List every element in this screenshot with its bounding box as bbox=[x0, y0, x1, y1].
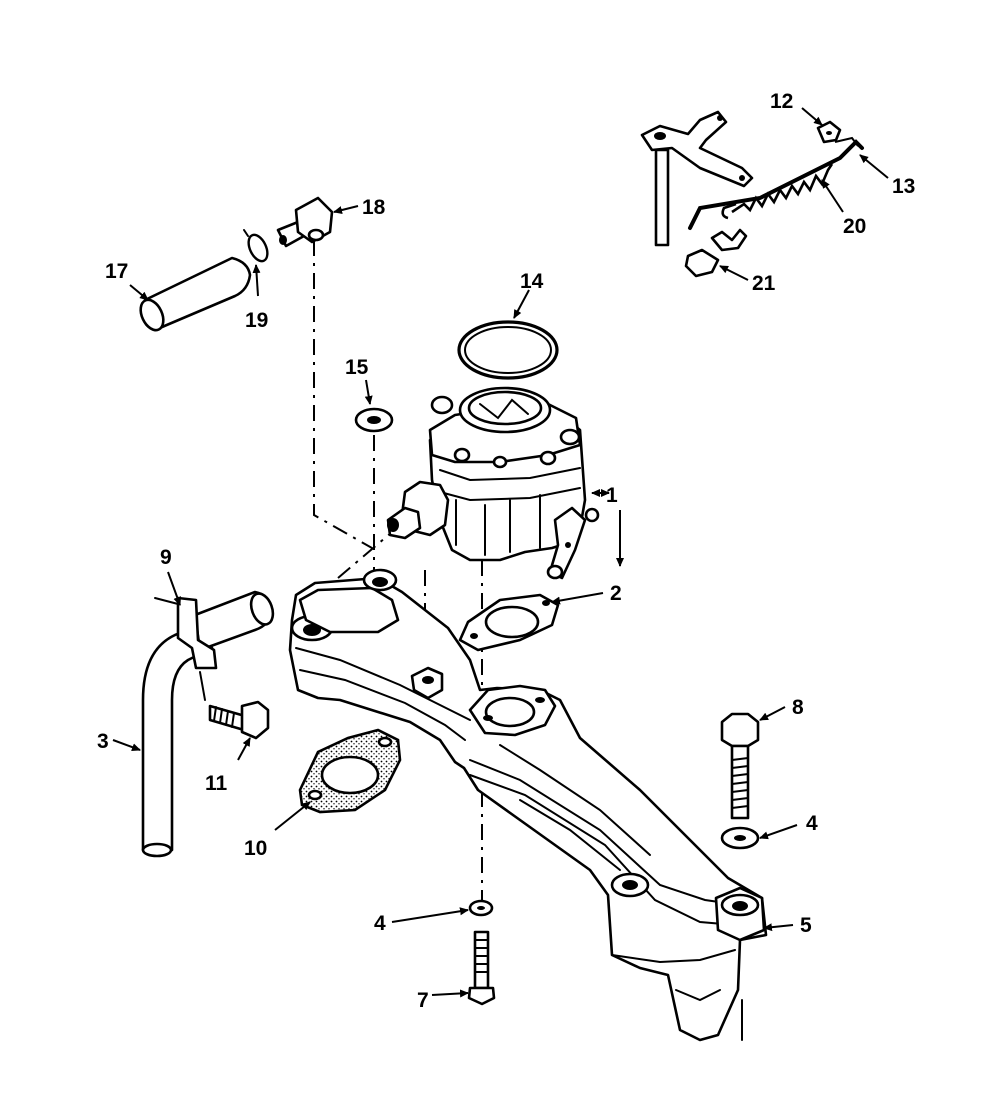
callout-8: 8 bbox=[792, 696, 804, 719]
bolt-7 bbox=[467, 930, 496, 1006]
callout-9: 9 bbox=[160, 546, 172, 569]
callout-17: 17 bbox=[105, 260, 128, 283]
callout-14: 14 bbox=[520, 270, 544, 293]
air-cleaner-gasket bbox=[457, 320, 559, 380]
callout-21: 21 bbox=[752, 272, 776, 295]
callout-2: 2 bbox=[610, 582, 622, 605]
carburetor-base-gasket bbox=[458, 593, 560, 652]
callout-10: 10 bbox=[244, 837, 267, 860]
bolt-11 bbox=[199, 671, 270, 740]
callout-12: 12 bbox=[770, 90, 793, 113]
callout-1: 1 bbox=[606, 484, 618, 507]
callout-18: 18 bbox=[362, 196, 386, 219]
washer-4-right bbox=[720, 826, 760, 850]
callout-7: 7 bbox=[417, 989, 429, 1012]
callout-4-right: 4 bbox=[806, 812, 818, 835]
throttle-rod bbox=[688, 136, 864, 230]
callout-leaders bbox=[112, 107, 889, 998]
callout-20: 20 bbox=[843, 215, 866, 238]
throttle-clip bbox=[816, 120, 842, 144]
callout-19: 19 bbox=[245, 309, 268, 332]
callout-15: 15 bbox=[345, 356, 369, 379]
carburetor bbox=[386, 386, 600, 580]
washer-15 bbox=[354, 407, 394, 433]
bolt-8 bbox=[720, 712, 760, 820]
callout-4-lower: 4 bbox=[374, 912, 386, 935]
callout-5: 5 bbox=[800, 914, 812, 937]
wing-nut bbox=[684, 228, 748, 278]
manifold-gasket bbox=[298, 728, 402, 814]
elbow-fitting bbox=[276, 196, 334, 248]
hose-clamp-ring bbox=[243, 229, 269, 263]
intake-manifold bbox=[288, 568, 768, 1042]
callout-labels: 1 2 3 4 4 5 7 8 9 10 11 12 13 14 15 17 1… bbox=[97, 90, 915, 1012]
return-spring bbox=[721, 163, 834, 220]
throttle-bracket bbox=[640, 110, 754, 247]
callout-3: 3 bbox=[97, 730, 109, 753]
vacuum-hose bbox=[141, 590, 275, 858]
callout-13: 13 bbox=[892, 175, 915, 198]
fuel-hose bbox=[139, 256, 252, 332]
washer-4-lower bbox=[468, 899, 494, 917]
callout-11: 11 bbox=[205, 772, 228, 795]
